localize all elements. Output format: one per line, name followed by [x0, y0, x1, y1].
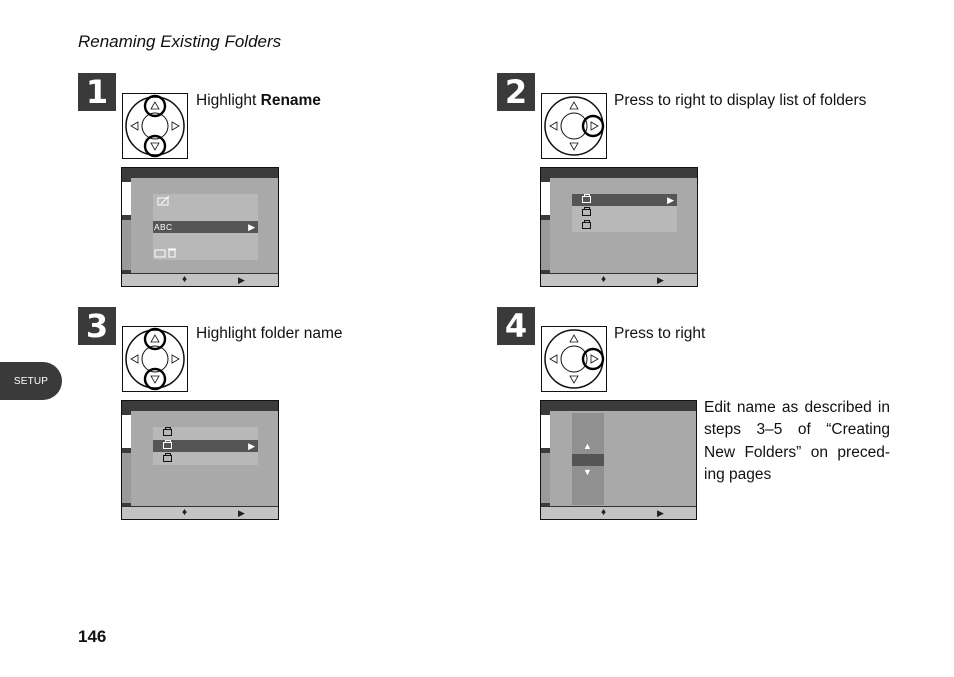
folder-list-panel: ▶	[153, 427, 258, 465]
page-number: 146	[78, 627, 107, 646]
rename-icon-label: ABC	[154, 222, 173, 232]
up-down-arrow-icon: ♦	[601, 274, 607, 285]
folder-list-item: ▶	[153, 440, 258, 452]
step4-note: Edit name as described in steps 3–5 of “…	[704, 399, 890, 484]
character-scroll-column: ▲ ▼	[572, 413, 604, 505]
screen-top-bar	[122, 401, 278, 411]
folder-list-item	[572, 220, 677, 232]
multi-selector-diagram-step2	[541, 93, 607, 159]
screen-bottom-bar: ♦ ▶	[541, 506, 696, 519]
folder-icon	[582, 194, 591, 203]
folder-icon	[163, 453, 172, 462]
step1-instruction-text: Highlight	[196, 92, 261, 109]
right-arrow-icon: ▶	[657, 275, 664, 285]
monitor-screen-step2: ▶ ♦ ▶	[540, 167, 698, 287]
monitor-screen-step3: ▶ ♦ ▶	[121, 400, 279, 520]
screen-left-bar	[122, 411, 131, 506]
multi-selector-icon	[125, 94, 185, 158]
folder-list-item	[153, 453, 258, 465]
screen-bottom-bar: ♦ ▶	[541, 273, 697, 286]
folder-list-item	[153, 427, 258, 439]
multi-selector-diagram-step1	[122, 93, 188, 159]
menu-item-delete-folder	[153, 247, 258, 259]
step2-instruction: Press to right to display list of folder…	[614, 92, 867, 109]
delete-folder-icon	[154, 248, 176, 258]
multi-selector-icon	[125, 327, 185, 391]
step-number-2: 2	[497, 73, 535, 111]
step-number-4: 4	[497, 307, 535, 345]
screen-left-bar	[541, 178, 550, 273]
folder-icon	[163, 427, 172, 436]
step-number-1: 1	[78, 73, 116, 111]
multi-selector-diagram-step4	[541, 326, 607, 392]
screen-bottom-bar: ♦ ▶	[122, 506, 278, 519]
screen-left-bar	[541, 411, 550, 506]
menu-item-new-folder	[153, 195, 258, 207]
down-arrow-icon: ▼	[583, 467, 592, 477]
step3-instruction: Highlight folder name	[196, 325, 343, 342]
multi-selector-icon	[544, 96, 605, 156]
screen-bottom-bar: ♦ ▶	[122, 273, 278, 286]
multi-selector-diagram-step3	[122, 326, 188, 392]
monitor-screen-step1: ABC ▶ ♦ ▶	[121, 167, 279, 287]
monitor-screen-step4: ▲ ▼ ♦ ▶	[540, 400, 697, 520]
menu-panel: ABC ▶	[153, 194, 258, 260]
step1-instruction: Highlight Rename	[196, 90, 321, 112]
up-down-arrow-icon: ♦	[182, 274, 188, 285]
up-arrow-icon: ▲	[583, 441, 592, 451]
folder-list-item: ▶	[572, 194, 677, 206]
screen-top-bar	[122, 168, 278, 178]
right-arrow-icon: ▶	[248, 441, 255, 451]
step4-instruction: Press to right	[614, 325, 706, 342]
up-down-arrow-icon: ♦	[601, 507, 607, 518]
right-arrow-icon: ▶	[667, 195, 674, 205]
folder-icon	[582, 207, 591, 216]
right-arrow-icon: ▶	[238, 508, 245, 518]
folder-list-item	[572, 207, 677, 219]
character-highlight	[572, 454, 604, 466]
right-arrow-icon: ▶	[248, 222, 255, 232]
section-title: Renaming Existing Folders	[78, 32, 282, 51]
folder-icon	[582, 220, 591, 229]
step1-instruction-bold: Rename	[260, 92, 321, 109]
new-folder-icon	[157, 196, 170, 206]
step-number-3: 3	[78, 307, 116, 345]
up-down-arrow-icon: ♦	[182, 507, 188, 518]
folder-icon	[163, 440, 172, 449]
right-arrow-icon: ▶	[238, 275, 245, 285]
menu-item-rename: ABC ▶	[153, 221, 258, 233]
screen-top-bar	[541, 168, 697, 178]
screen-left-bar	[122, 178, 131, 273]
screen-top-bar	[541, 401, 696, 411]
folder-list-panel: ▶	[572, 194, 677, 232]
right-arrow-icon: ▶	[657, 508, 664, 518]
multi-selector-icon	[544, 329, 605, 389]
section-side-tab: SETUP	[0, 362, 62, 400]
